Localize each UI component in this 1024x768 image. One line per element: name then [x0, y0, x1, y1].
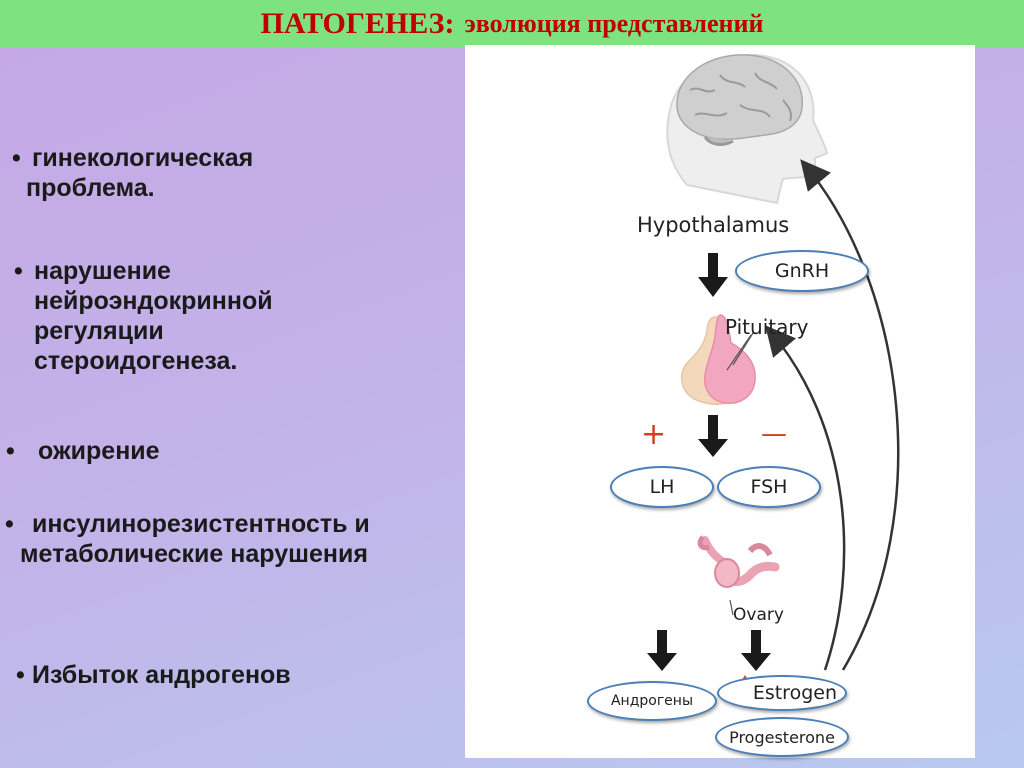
bullet-list: • гинекологическая проблема. • нарушение… — [0, 0, 470, 768]
bullet-line: инсулинорезистентность и — [32, 510, 370, 538]
head-brain-icon — [666, 53, 829, 205]
ovary-label: Ovary — [733, 605, 784, 625]
lh-pill: LH — [610, 466, 714, 508]
fsh-pill: FSH — [717, 466, 821, 508]
bullet-dot: • — [5, 510, 14, 538]
feedback-arrow-pituitary — [765, 325, 846, 671]
pituitary-label: Pituitary — [725, 315, 809, 339]
bullet-dot: • — [12, 144, 21, 172]
bullet-line: нарушение — [34, 257, 171, 285]
hypothalamus-label: Hypothalamus — [637, 213, 790, 237]
diagram-graphics — [647, 53, 900, 698]
bullet-line: нейроэндокринной — [34, 287, 273, 315]
pituitary-gland-icon — [680, 314, 756, 405]
bullet-androgens: • Избыток андрогенов — [16, 660, 291, 690]
progesterone-pill: Progesterone — [715, 717, 849, 757]
bullet-line: стероидогенеза. — [34, 347, 238, 375]
bullet-gynecological: • гинекологическая проблема. — [12, 143, 254, 203]
bullet-line: регуляции — [34, 317, 164, 345]
hormone-diagram: Hypothalamus GnRH Pituitary + — LH FSH O… — [465, 45, 975, 758]
bullet-line: Избыток андрогенов — [32, 661, 291, 689]
bullet-line: метаболические нарушения — [20, 540, 368, 568]
androgens-pill: Андрогены — [587, 681, 717, 721]
title-subtitle: эволюция представлений — [464, 9, 764, 38]
bullet-line: ожирение — [38, 437, 160, 465]
estrogen-pill: Estrogen — [717, 675, 847, 711]
bullet-line: проблема. — [26, 174, 155, 202]
bullet-dot: • — [14, 257, 23, 285]
bullet-obesity: • ожирение — [6, 436, 160, 466]
bullet-dot: • — [6, 437, 15, 465]
plus-sign: + — [641, 417, 667, 452]
bullet-insulin: • инсулинорезистентность и метаболически… — [5, 509, 370, 569]
bullet-line: гинекологическая — [32, 144, 254, 172]
bullet-dot: • — [16, 661, 25, 689]
minus-sign: — — [761, 419, 787, 449]
title-main: ПАТОГЕНЕЗ: — [260, 7, 455, 40]
bullet-neuroendocrine: • нарушение нейроэндокринной регуляции с… — [14, 256, 273, 376]
ovary-uterus-icon — [697, 535, 780, 616]
feedback-arrow-hypothalamus — [800, 159, 900, 671]
black-down-arrows — [647, 253, 771, 671]
gnrh-pill: GnRH — [735, 250, 869, 292]
slide-title: ПАТОГЕНЕЗ: эволюция представлений — [0, 0, 1024, 48]
